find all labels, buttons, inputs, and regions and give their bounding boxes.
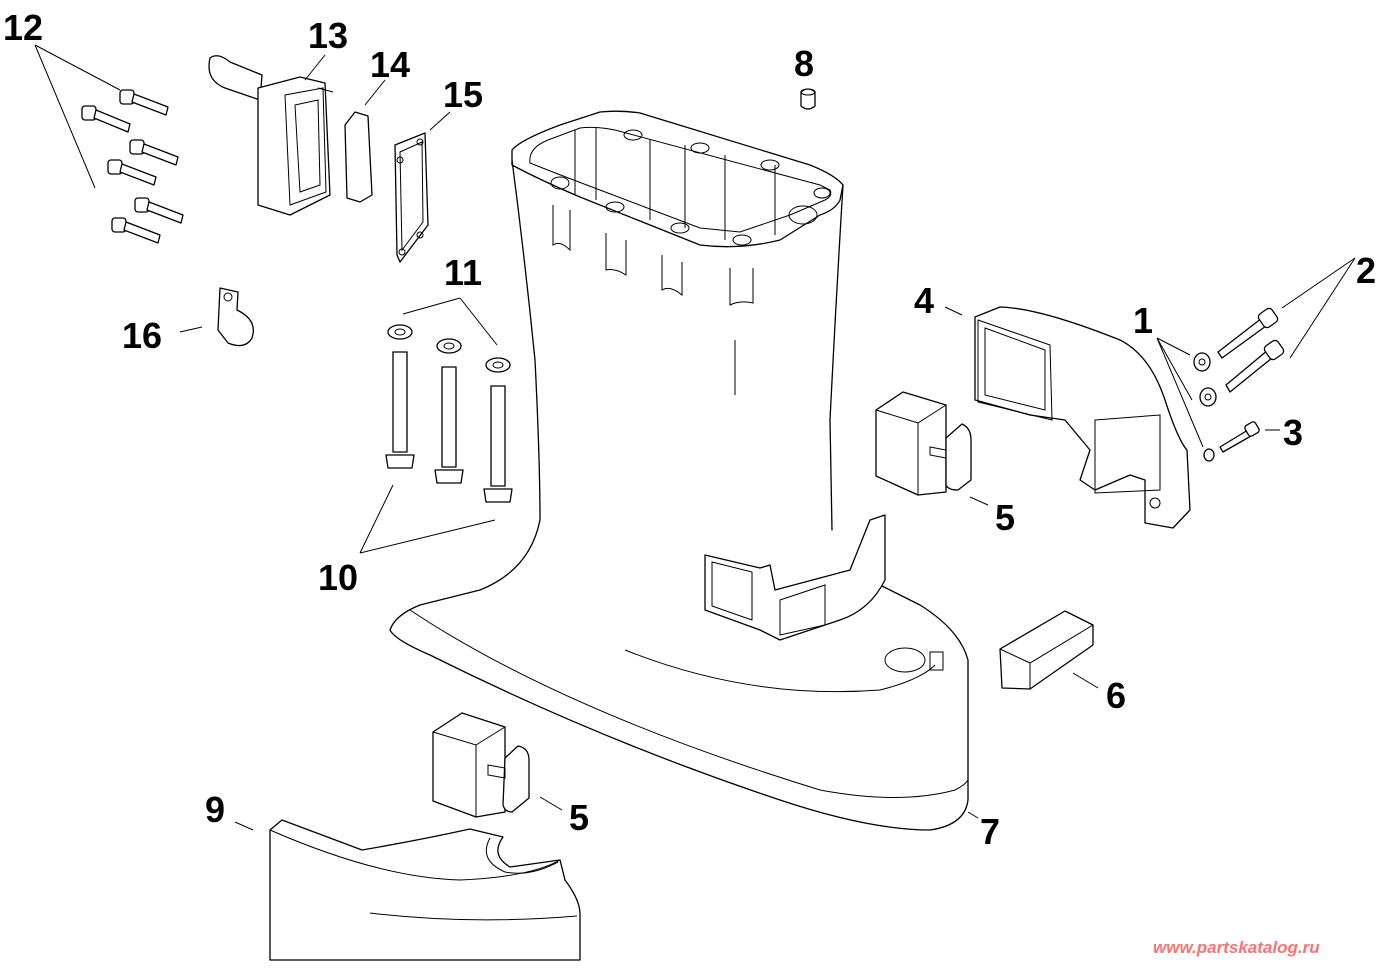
callout-10: 10 [318, 557, 358, 598]
gasket-15[interactable] [394, 132, 429, 263]
housing-cover-9[interactable] [269, 819, 581, 961]
callout-3: 3 [1283, 412, 1303, 453]
callout-1: 1 [1133, 300, 1153, 341]
callout-8: 8 [794, 43, 814, 84]
callout-16: 16 [122, 315, 162, 356]
callout-6: 6 [1106, 675, 1126, 716]
callout-labels: 1 2 3 4 5 6 7 8 9 10 11 12 13 14 15 16 5 [3, 7, 1376, 852]
bolt-3[interactable] [1219, 421, 1260, 453]
rubber-block-6[interactable] [999, 610, 1094, 690]
callout-13: 13 [308, 15, 348, 56]
callout-2: 2 [1356, 250, 1376, 291]
water-tube-adapter-13[interactable] [208, 55, 334, 216]
exhaust-housing-7[interactable] [389, 110, 969, 831]
clamp-16[interactable] [217, 287, 254, 347]
callout-14: 14 [370, 44, 410, 85]
washers-11[interactable] [387, 324, 511, 373]
callout-7: 7 [980, 811, 1000, 852]
bolts-10[interactable] [385, 351, 513, 503]
watermark: www.partskatalog.ru [1153, 938, 1320, 957]
callout-12: 12 [3, 7, 43, 48]
washers-1[interactable] [1193, 352, 1217, 462]
callout-11: 11 [444, 252, 482, 293]
callout-15: 15 [443, 74, 483, 115]
callout-5-upper: 5 [995, 497, 1015, 538]
leader-lines [34, 44, 1356, 831]
callout-5-lower: 5 [569, 797, 589, 838]
bolts-12[interactable] [81, 89, 184, 244]
rubber-mount-5-lower[interactable] [432, 712, 530, 818]
dowel-pin-8[interactable] [800, 88, 816, 110]
callout-4: 4 [914, 280, 934, 321]
rubber-mount-5-upper[interactable] [875, 391, 972, 496]
bolts-2[interactable] [1217, 307, 1285, 393]
mount-bracket-4[interactable] [974, 306, 1191, 529]
callout-9: 9 [205, 789, 225, 830]
seal-14[interactable] [344, 111, 373, 203]
